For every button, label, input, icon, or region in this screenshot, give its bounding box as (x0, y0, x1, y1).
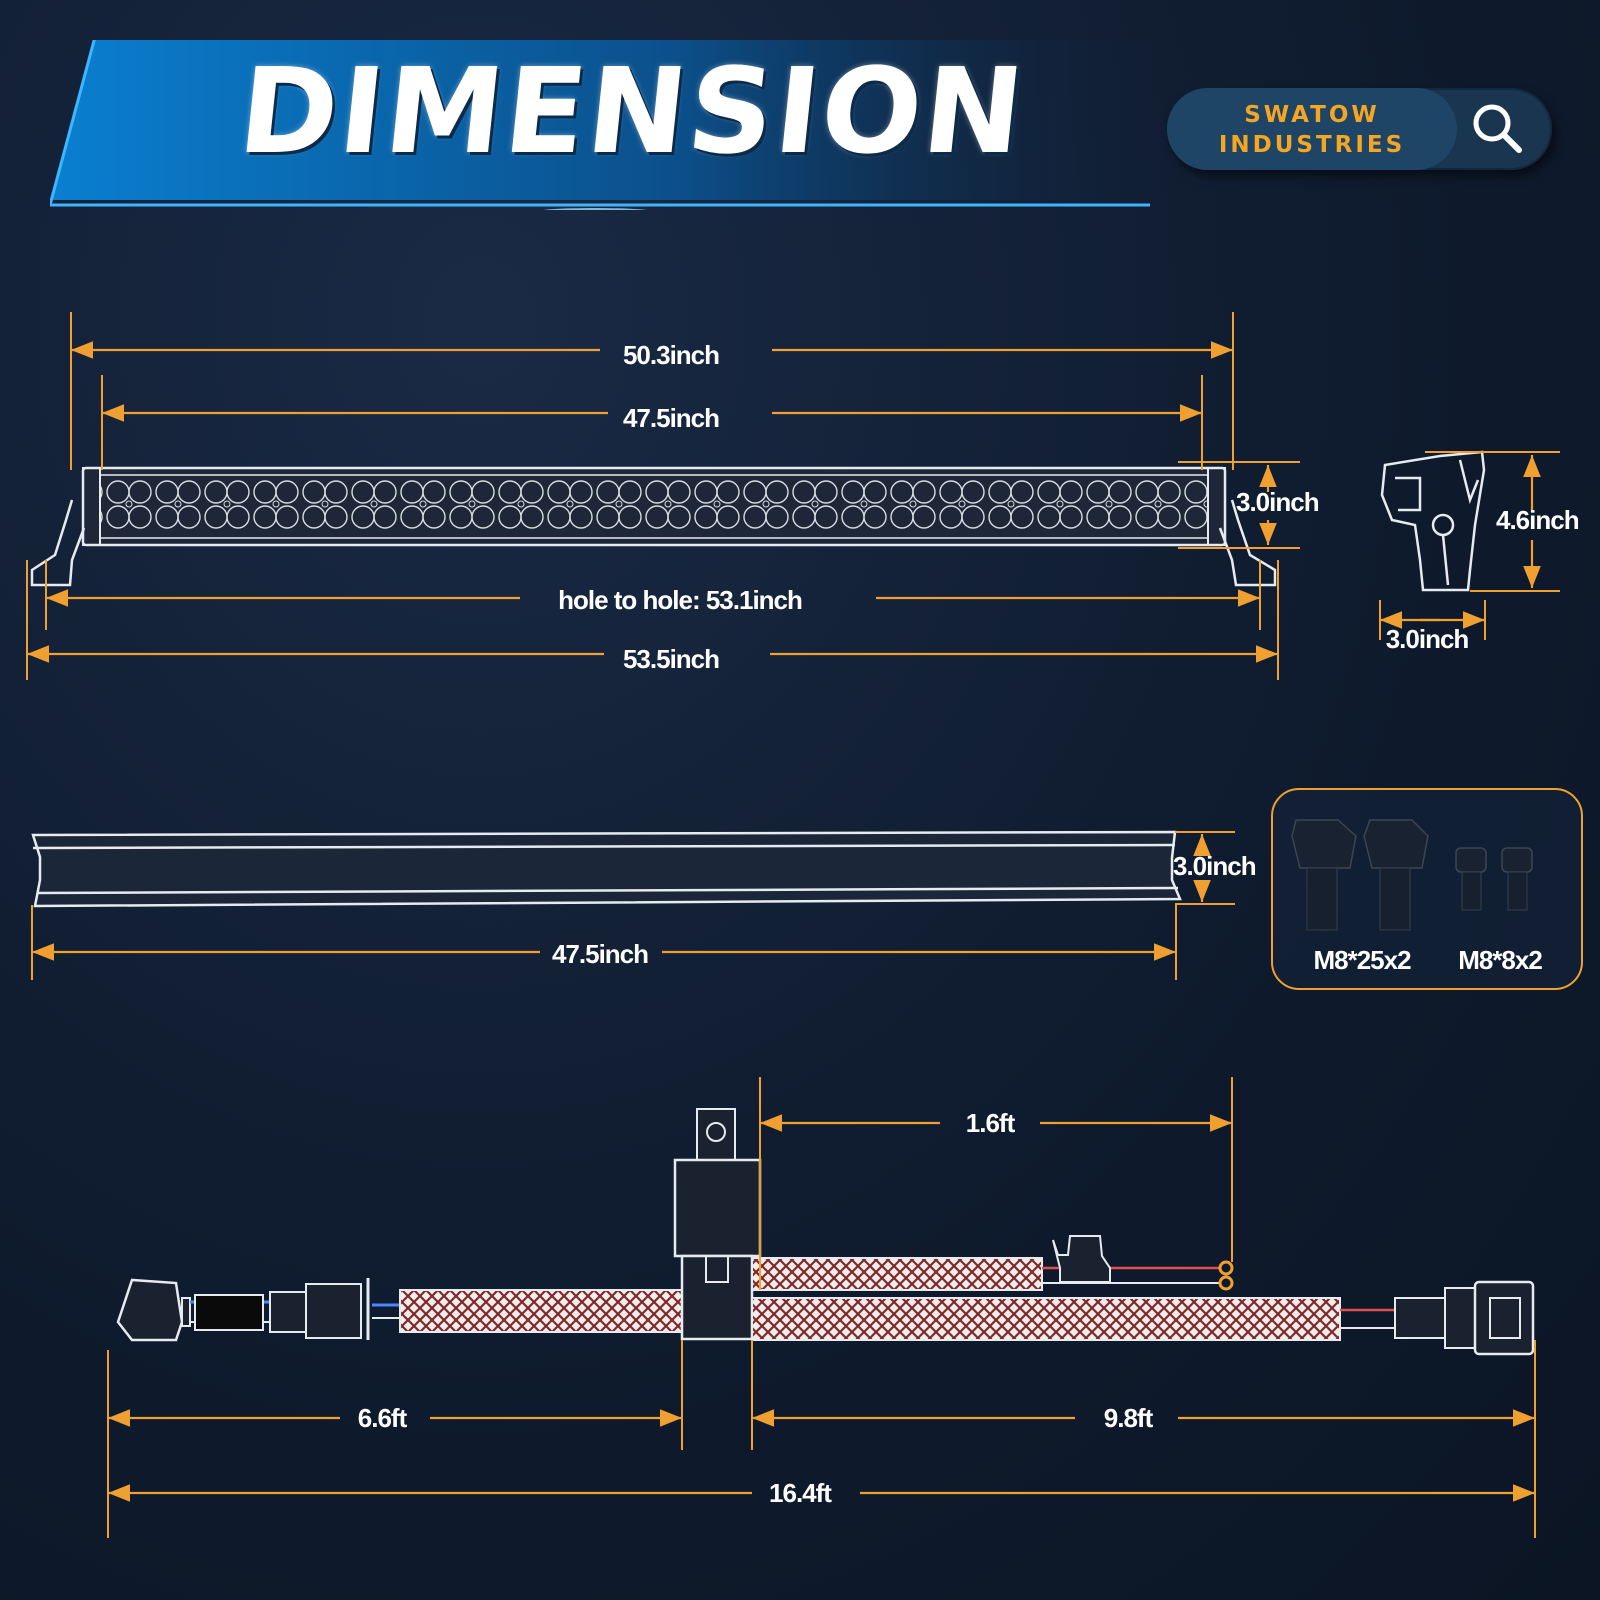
screw-label: M8*8x2 (1458, 945, 1543, 975)
brand-badge: SWATOW INDUSTRIES (1167, 88, 1552, 170)
brand-line-1: SWATOW (1244, 102, 1380, 128)
title-band (50, 40, 1200, 210)
side-depth-label: 3.0inch (1385, 624, 1470, 654)
brand-logo: SWATOW INDUSTRIES (1167, 88, 1457, 170)
magnifier-icon (1473, 104, 1522, 153)
relay-icon (673, 1158, 762, 1258)
total-width-label: 53.5inch (622, 644, 720, 674)
dimension-lines (26, 312, 1560, 1538)
relay-to-battery-label: 1.6ft (965, 1108, 1015, 1138)
plug-connector-icon (1394, 1297, 1446, 1339)
front-height-label: 3.0inch (1236, 487, 1320, 517)
fuse-holder-icon (1052, 1235, 1111, 1283)
switch-icon (116, 1278, 184, 1342)
ring-terminal-icon (1218, 1260, 1234, 1276)
total-length-label: 16.4ft (769, 1478, 832, 1508)
light-bar-top-view (31, 830, 1182, 908)
wiring-harness (116, 1108, 1535, 1356)
top-height-label: 3.0inch (1173, 851, 1257, 881)
hole-to-hole-label: hole to hole: 53.1inch (558, 585, 803, 615)
light-bar-front-view (30, 466, 1277, 587)
relay-to-light-label: 9.8ft (1103, 1403, 1153, 1433)
switch-to-relay-label: 6.6ft (357, 1403, 407, 1433)
housing-width-label: 47.5inch (622, 403, 720, 433)
brand-line-2: INDUSTRIES (1218, 132, 1406, 158)
overall-width-label: 50.3inch (622, 340, 720, 370)
light-bar-side-view (1380, 450, 1486, 592)
top-width-label: 47.5inch (551, 939, 649, 969)
hardware-box (1271, 788, 1583, 990)
side-height-label: 4.6inch (1496, 505, 1580, 535)
bolt-label: M8*25x2 (1313, 945, 1411, 975)
